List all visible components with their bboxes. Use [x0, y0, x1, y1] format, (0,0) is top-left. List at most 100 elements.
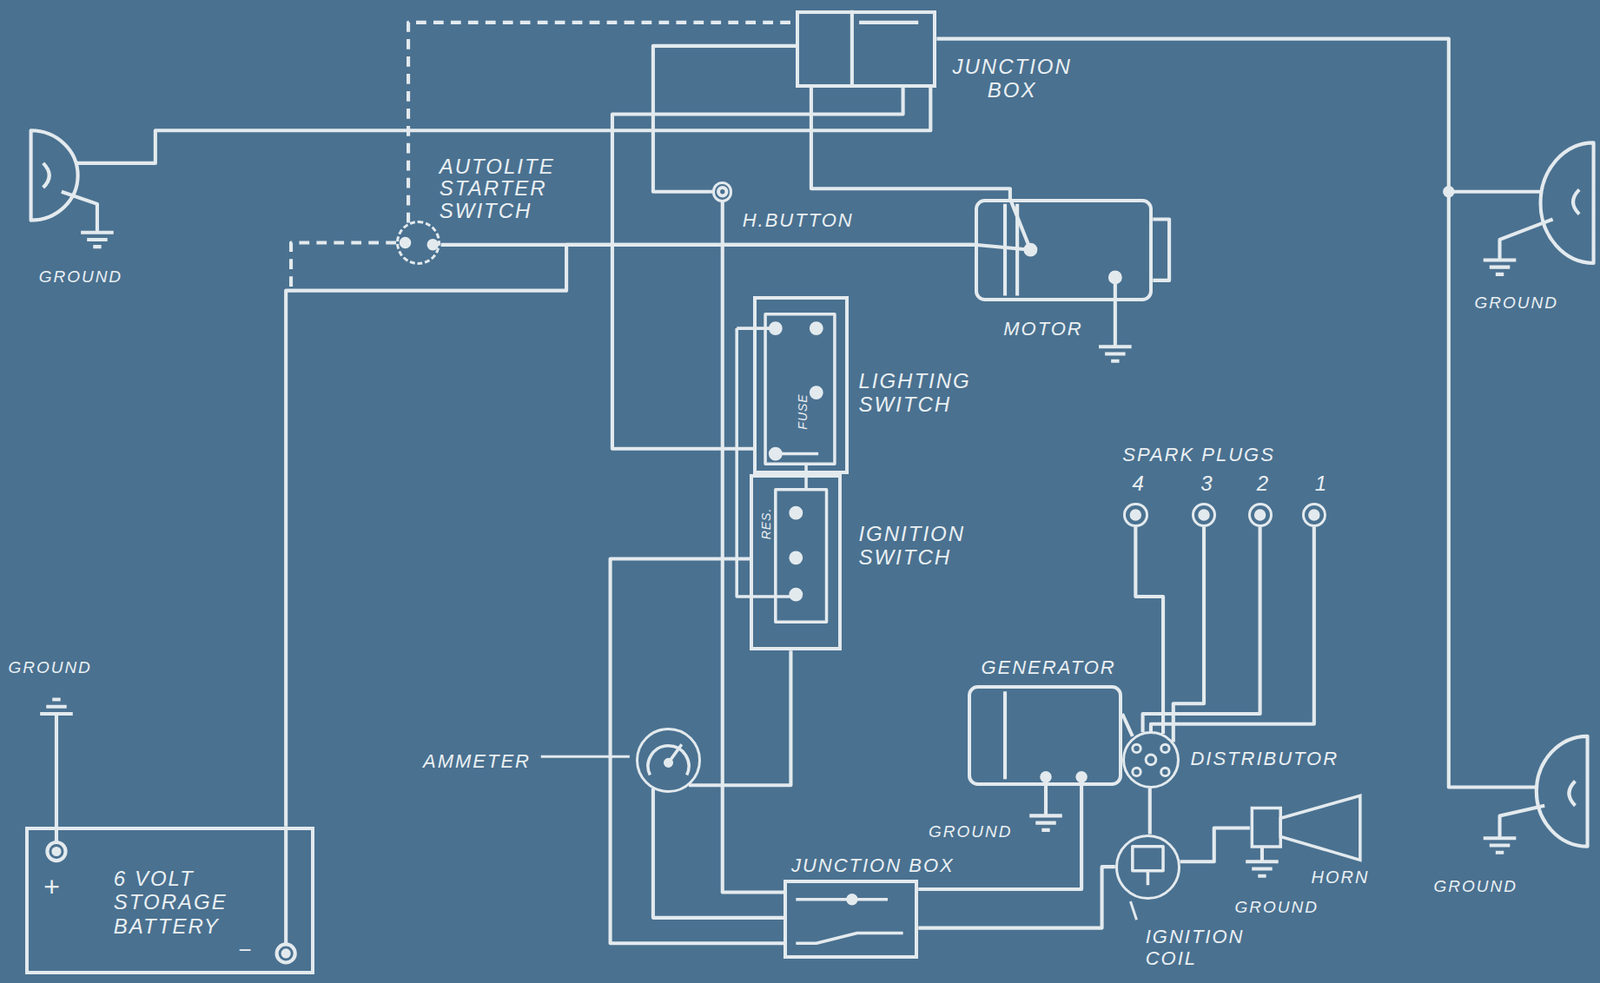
- component-label: GENERATOR: [980, 656, 1116, 679]
- ground-wire: [1260, 846, 1264, 863]
- lamp-bulb: [1568, 780, 1575, 806]
- component-label: IGNITION COIL: [1145, 926, 1245, 969]
- generator-detail: [1004, 691, 1133, 780]
- plug-electrode: [1256, 510, 1264, 519]
- component-label: LIGHTING SWITCH: [858, 369, 971, 417]
- junction-detail: [795, 899, 903, 944]
- distributor: DISTRIBUTOR: [1122, 731, 1180, 789]
- ground-wire: [1113, 282, 1118, 347]
- lamp-wire: [1448, 190, 1543, 194]
- leader-line: [541, 755, 630, 759]
- lamp-wire: [75, 87, 931, 164]
- ground-wire: [61, 191, 98, 233]
- wire: [1143, 527, 1261, 733]
- plug-electrode: [1131, 510, 1140, 519]
- starter-switch: AUTOLITE STARTER SWITCH: [396, 220, 442, 266]
- lamp-bulb: [43, 163, 50, 188]
- ammeter: AMMETER: [635, 727, 701, 794]
- fuse-label: FUSE: [795, 393, 810, 430]
- ground-wire: [1500, 218, 1554, 260]
- wire: [1173, 527, 1204, 742]
- junction-divider: [852, 10, 919, 88]
- component-label: HORN: [1311, 867, 1370, 888]
- wire: [653, 46, 796, 192]
- plug-number: 1: [1315, 471, 1329, 496]
- switch-terminal: [790, 589, 801, 601]
- leader-line: [1130, 901, 1137, 920]
- component-label: AUTOLITE STARTER SWITCH: [439, 155, 556, 222]
- switch-terminal: [401, 238, 410, 247]
- ground-label: GROUND: [1234, 898, 1318, 918]
- ground-wire: [54, 714, 59, 843]
- generator-terminal: [1077, 773, 1085, 781]
- switch-terminal: [429, 240, 437, 249]
- junction-box: JUNCTION BOX: [783, 879, 919, 960]
- distributor-contact: [1161, 744, 1170, 753]
- plug-number: 4: [1131, 471, 1145, 496]
- motor-lead: [974, 198, 1032, 251]
- ground-symbol: [1029, 815, 1063, 830]
- lamp-wire: [936, 39, 1538, 788]
- battery-label: 6 VOLT STORAGE BATTERY: [113, 866, 245, 939]
- wire: [1135, 527, 1164, 734]
- motor-terminal: [1110, 272, 1121, 284]
- component-label: JUNCTION BOX: [952, 54, 1072, 103]
- spark-plug: 3: [1191, 502, 1217, 528]
- switch-terminal: [811, 387, 822, 398]
- component-label: IGNITION SWITCH: [858, 522, 966, 570]
- horn-button: H.BUTTON: [712, 181, 733, 202]
- component-label: DISTRIBUTOR: [1190, 747, 1339, 770]
- switch-terminal: [790, 552, 801, 563]
- ground-label: GROUND: [1434, 877, 1518, 897]
- spark-plug: 2: [1248, 502, 1273, 528]
- wire: [285, 244, 975, 827]
- storage-battery: 6 VOLT STORAGE BATTERY + −: [25, 826, 314, 975]
- switch-terminal: [811, 323, 822, 334]
- coil-detail: [1146, 871, 1151, 886]
- generator: GENERATOR: [967, 685, 1124, 786]
- button-contact: [718, 187, 727, 196]
- wire: [688, 650, 792, 786]
- ammeter-dial: [647, 744, 689, 775]
- horn: HORN: [1249, 793, 1362, 863]
- ignition-switch: IGNITION SWITCHRES.: [749, 474, 842, 651]
- terminal-sign: −: [238, 938, 253, 965]
- switch-terminal: [770, 323, 781, 334]
- starter-linkage: [290, 242, 397, 289]
- lamp-bulb: [1573, 189, 1580, 214]
- motor-detail: [1004, 204, 1170, 297]
- switch-terminal: [790, 508, 801, 519]
- headlamp: [31, 130, 79, 220]
- battery-terminal: [52, 848, 60, 855]
- lighting-switch: LIGHTING SWITCHFUSE: [753, 296, 849, 476]
- ground-label: GROUND: [1474, 293, 1559, 313]
- battery-terminal: [46, 842, 66, 861]
- battery-lead: [284, 826, 288, 945]
- starter-motor: MOTOR: [974, 198, 1154, 301]
- ignition-coil: IGNITION COIL: [1115, 834, 1181, 900]
- resistor-label: RES.: [758, 508, 773, 541]
- wire-joint: [1444, 187, 1453, 196]
- ground-symbol: [1483, 259, 1517, 274]
- plug-number: 2: [1256, 471, 1270, 496]
- wire: [1180, 828, 1250, 863]
- battery-terminal: [283, 950, 290, 957]
- ground-label: GROUND: [928, 822, 1012, 842]
- headlamp: [1540, 142, 1594, 264]
- wire: [653, 788, 784, 919]
- starter-linkage: [408, 22, 796, 224]
- ground-symbol: [39, 700, 73, 715]
- ground-symbol: [1245, 861, 1279, 876]
- switch-wire: [736, 328, 819, 597]
- terminal-sign: +: [43, 871, 62, 904]
- wire: [1150, 527, 1315, 732]
- component-label: H.BUTTON: [742, 209, 854, 232]
- junction-terminal: [847, 895, 856, 904]
- component-label: JUNCTION BOX: [791, 854, 955, 877]
- wire: [811, 87, 1011, 199]
- ground-symbol: [80, 232, 114, 247]
- motor-terminal: [1025, 244, 1037, 256]
- wire: [1148, 788, 1152, 835]
